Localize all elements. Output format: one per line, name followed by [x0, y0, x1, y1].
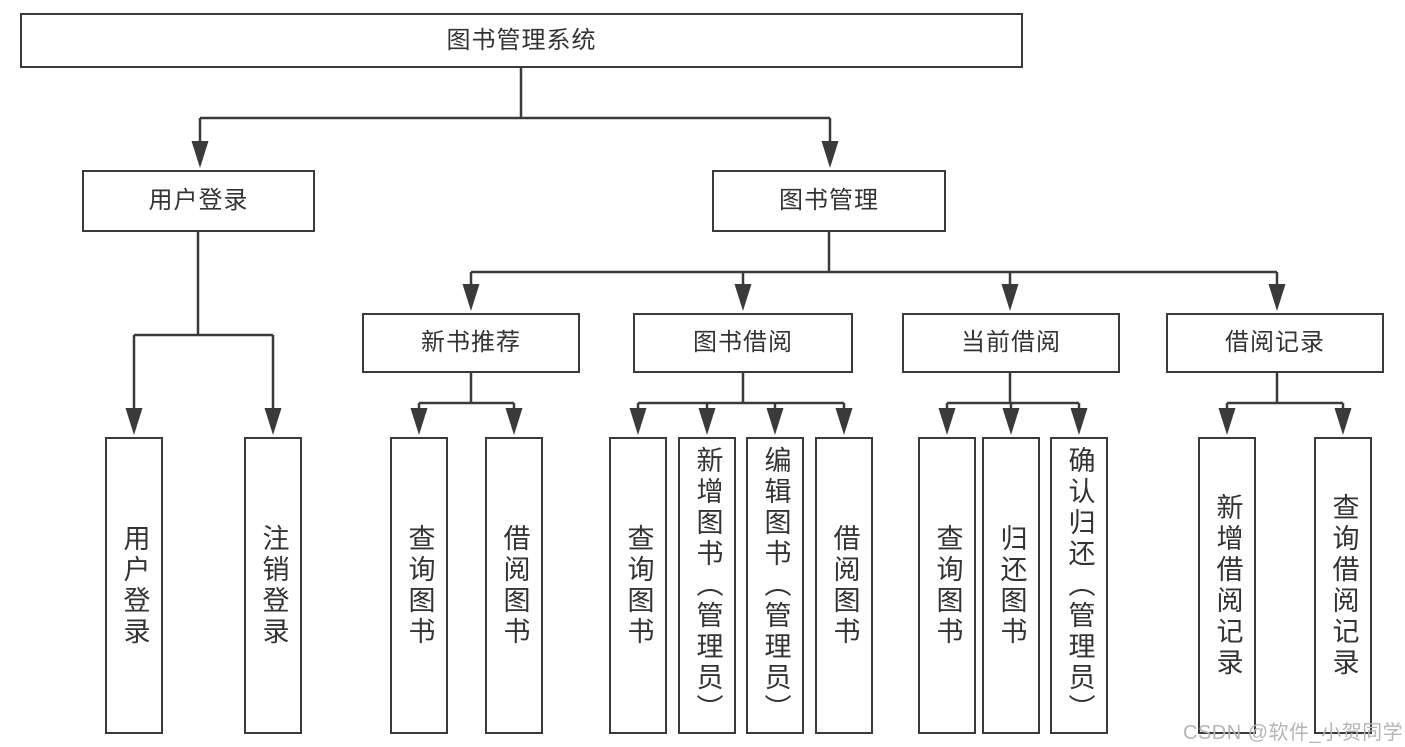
node-edit-books-admin: 编辑图书（管理员） [746, 437, 804, 734]
node-label: 新增借阅记录 [1212, 492, 1243, 679]
arrow-down-icon [264, 408, 282, 435]
csdn-watermark: CSDN @软件_小贺同学 [1183, 722, 1404, 744]
node-current-borrowing: 当前借阅 [902, 313, 1120, 373]
arrow-down-icon [1070, 408, 1088, 435]
node-label: 借阅图书 [829, 523, 860, 648]
node-user-login: 用户登录 [82, 170, 315, 232]
node-add-books-admin: 新增图书（管理员） [678, 437, 736, 734]
arrow-down-icon [766, 408, 784, 435]
arrow-down-icon [734, 284, 752, 311]
connector-newbook-children [410, 373, 523, 435]
node-borrow-books-leaf: 借阅图书 [815, 437, 873, 734]
node-label: 查询借阅记录 [1328, 492, 1359, 679]
node-label: 查询图书 [932, 523, 963, 648]
arrow-down-icon [835, 408, 853, 435]
connector-root-to-level2 [191, 68, 839, 168]
node-query-books-current: 查询图书 [918, 437, 976, 734]
node-query-borrow-record: 查询借阅记录 [1314, 437, 1372, 734]
arrow-down-icon [505, 408, 523, 435]
node-new-book-recommend: 新书推荐 [362, 313, 580, 373]
node-label: 新书推荐 [421, 329, 521, 356]
node-borrow-books-newrec: 借阅图书 [485, 437, 543, 734]
node-label: 确认归还（管理员） [1064, 446, 1095, 725]
node-label: 编辑图书（管理员） [760, 446, 791, 725]
node-label: 图书借阅 [693, 329, 793, 356]
arrow-down-icon [698, 408, 716, 435]
node-label: 当前借阅 [961, 329, 1061, 356]
node-label: 新增图书（管理员） [692, 446, 723, 725]
connector-user-login-children [125, 232, 282, 435]
node-system-root: 图书管理系统 [20, 13, 1023, 68]
arrow-down-icon [821, 141, 839, 168]
node-confirm-return-admin: 确认归还（管理员） [1050, 437, 1108, 734]
arrow-down-icon [1334, 408, 1352, 435]
arrow-down-icon [191, 141, 209, 168]
arrow-down-icon [1002, 408, 1020, 435]
arrow-down-icon [462, 284, 480, 311]
arrow-down-icon [410, 408, 428, 435]
arrow-down-icon [1268, 284, 1286, 311]
node-borrowing-records: 借阅记录 [1166, 313, 1384, 373]
node-label: 查询图书 [623, 523, 654, 648]
arrow-down-icon [629, 408, 647, 435]
node-query-books-borrow: 查询图书 [609, 437, 667, 734]
node-label: 图书管理系统 [446, 26, 597, 54]
node-label: 借阅图书 [499, 523, 530, 648]
node-label: 图书管理 [779, 187, 879, 214]
node-user-login-leaf: 用户登录 [105, 437, 163, 734]
arrow-down-icon [1001, 284, 1019, 311]
arrow-down-icon [1218, 408, 1236, 435]
connector-book-mgmt-to-level3 [462, 232, 1286, 311]
node-label: 归还图书 [996, 523, 1027, 648]
arrow-down-icon [125, 408, 143, 435]
node-return-books: 归还图书 [982, 437, 1040, 734]
node-query-books-newrec: 查询图书 [390, 437, 448, 734]
node-label: 用户登录 [119, 523, 150, 648]
connector-borrowrecords-children [1218, 373, 1352, 435]
node-label: 注销登录 [258, 523, 289, 648]
node-book-borrowing: 图书借阅 [633, 313, 853, 373]
arrow-down-icon [938, 408, 956, 435]
node-label: 借阅记录 [1225, 329, 1325, 356]
connector-currentborrow-children [938, 373, 1088, 435]
node-book-management: 图书管理 [712, 170, 946, 232]
node-label: 查询图书 [404, 523, 435, 648]
connector-bookborrow-children [629, 373, 853, 435]
node-add-borrow-record: 新增借阅记录 [1198, 437, 1256, 734]
node-logout-leaf: 注销登录 [244, 437, 302, 734]
node-label: 用户登录 [148, 187, 249, 214]
